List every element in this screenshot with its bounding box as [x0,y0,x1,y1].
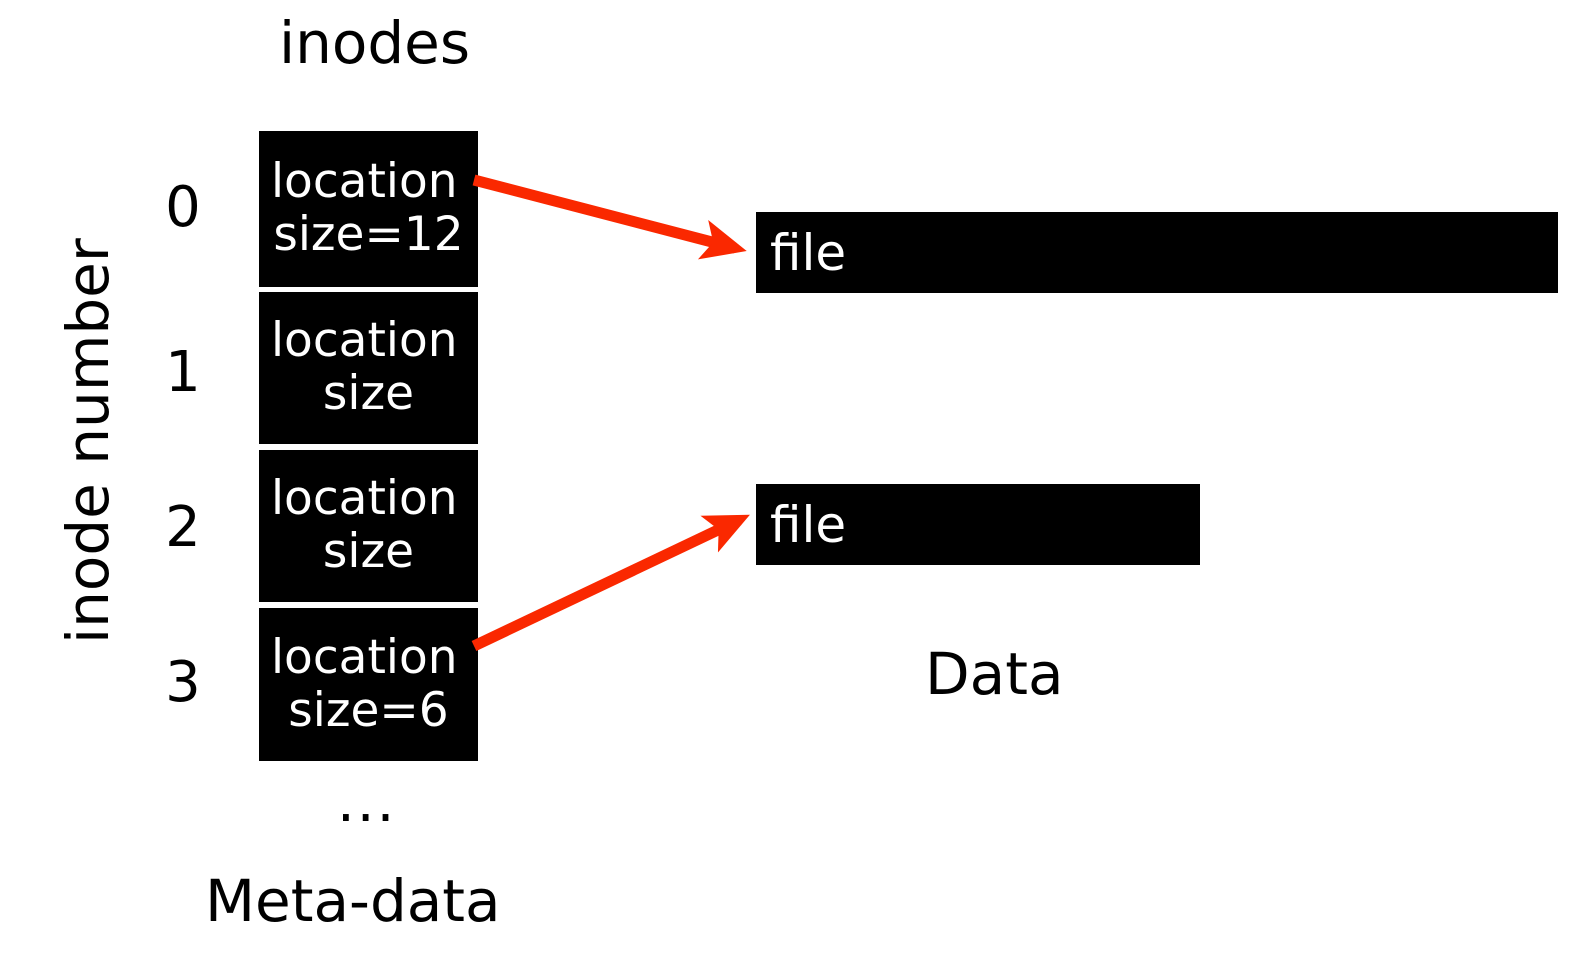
inode-3-location-text: location [271,629,458,685]
meta-data-caption: Meta-data [205,867,501,935]
inode-number-3: 3 [165,650,201,715]
inode-box-3: location size=6 [259,608,478,761]
inode-number-axis-label: inode number [54,238,122,644]
inode-box-0: location size=12 [259,131,478,287]
file-bar-1-label: file [770,495,847,554]
file-bar-0-label: file [770,223,847,282]
inode-2-location-text: location [271,471,458,527]
inode-table-ellipsis: ... [337,770,397,835]
inode-1-size-text: size [322,366,415,421]
file-bar-1: file [756,484,1200,565]
inode-3-size-text: size=6 [288,682,449,738]
inode-table: location size=12 location size location … [259,131,478,761]
file-bar-0: file [756,212,1558,293]
inode-number-2: 2 [165,495,201,560]
inode-box-1: location size [259,292,478,444]
inode-box-2: location size [259,450,478,602]
data-caption: Data [925,640,1064,708]
inode-0-location-text: location [271,154,458,210]
inode-number-0: 0 [165,175,201,240]
arrow-inode-0-to-file-0 [472,174,747,260]
inode-1-location-text: location [271,313,458,369]
inodes-title: inodes [279,9,471,77]
inode-2-size-text: size [322,524,415,579]
inode-0-size-text: size=12 [273,207,464,262]
arrow-inode-3-to-file-1 [471,514,750,651]
inode-number-1: 1 [165,340,201,405]
